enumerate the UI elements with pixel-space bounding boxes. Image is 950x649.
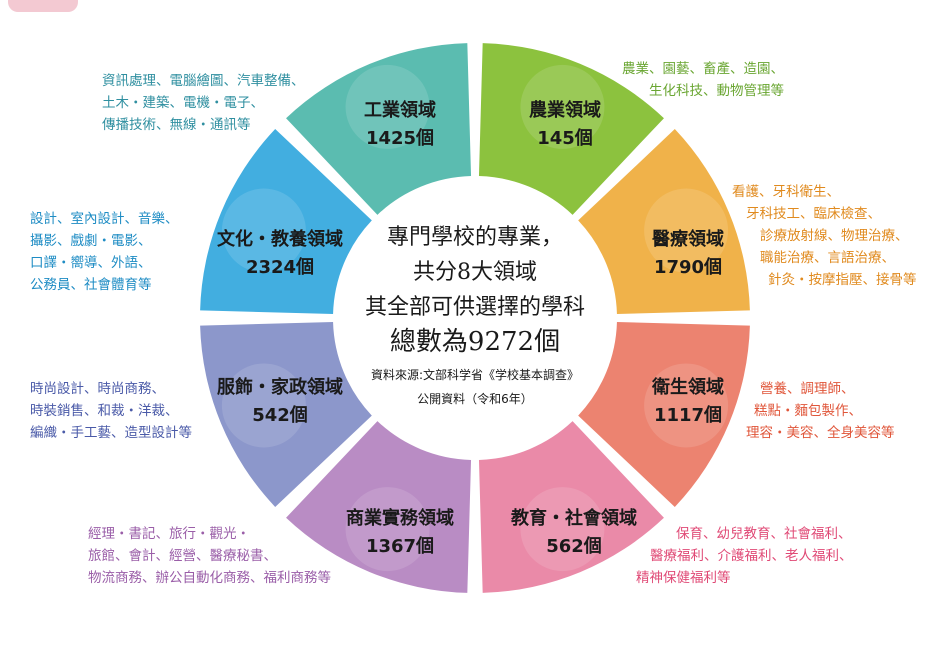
- desc-culture-line: 口譯・嚮導、外語、: [30, 255, 152, 271]
- desc-business: 經理・書記、旅行・觀光・ 旅館、會計、經營、醫療秘書、 物流商務、辦公自動化商務…: [88, 523, 331, 589]
- desc-education-line: 保育、幼兒教育、社會福利、: [676, 526, 852, 542]
- desc-culture-line: 公務員、社會體育等: [30, 277, 152, 293]
- segment-hygiene-label: 衛生領域 1117個: [628, 374, 748, 430]
- source-note-1: 資料來源:文部科学省《学校基本調查》: [370, 368, 580, 382]
- segment-fashion-name: 服飾・家政領域: [217, 377, 343, 398]
- segment-agriculture-name: 農業領域: [529, 100, 601, 121]
- segment-fashion-emblem: [221, 363, 306, 448]
- desc-fashion-line: 時尚設計、時尚商務、: [30, 381, 165, 397]
- desc-business-line: 經理・書記、旅行・觀光・: [88, 526, 250, 542]
- desc-medical-line: 針灸・按摩指壓、接骨等: [768, 272, 917, 288]
- desc-fashion-line: 編織・手工藝、造型設計等: [30, 425, 192, 441]
- desc-fashion-line: 時裝銷售、和裁・洋裁、: [30, 403, 179, 419]
- segment-business-emblem: [345, 487, 430, 572]
- desc-education: 保育、幼兒教育、社會福利、 醫療福利、介護福利、老人福利、 精神保健福利等: [636, 523, 853, 589]
- source-note-2: 公開資料（令和6年）: [417, 392, 533, 406]
- segment-education-count: 562個: [546, 536, 602, 557]
- desc-medical-line: 職能治療、言語治療、: [760, 250, 895, 266]
- segment-industry-name: 工業領域: [364, 100, 436, 121]
- segment-business: [286, 421, 472, 593]
- segment-agriculture-label: 農業領域 145個: [510, 97, 620, 153]
- desc-education-line: 精神保健福利等: [636, 570, 731, 586]
- desc-industry: 資訊處理、電腦繪圖、汽車整備、 土木・建築、電機・電子、 傳播技術、無線・通訊等: [102, 70, 305, 136]
- segment-business-count: 1367個: [365, 536, 435, 557]
- segment-industry-label: 工業領域 1425個: [340, 97, 460, 153]
- segment-agriculture-emblem: [520, 64, 605, 149]
- segment-medical-count: 1790個: [653, 257, 723, 278]
- desc-business-line: 旅館、會計、經營、醫療秘書、: [88, 548, 277, 564]
- desc-industry-line: 土木・建築、電機・電子、: [102, 95, 264, 111]
- segment-business-label: 商業實務領域 1367個: [320, 505, 480, 561]
- desc-medical-line: 牙科技工、臨床檢查、: [746, 206, 881, 222]
- segment-agriculture: [478, 43, 664, 215]
- segment-industry-count: 1425個: [365, 128, 435, 149]
- desc-agriculture: 農業、園藝、畜產、造園、 生化科技、動物管理等: [622, 58, 784, 102]
- segment-hygiene-count: 1117個: [653, 405, 723, 426]
- segment-fashion-label: 服飾・家政領域 542個: [200, 374, 360, 430]
- segment-hygiene: [578, 321, 750, 507]
- desc-hygiene: 營養、調理師、 糕點・麵包製作、 理容・美容、全身美容等: [746, 378, 895, 444]
- segment-education-label: 教育・社會領域 562個: [494, 505, 654, 561]
- segment-culture: [200, 129, 372, 315]
- center-line-2: 共分8大領域: [413, 260, 537, 285]
- desc-industry-line: 資訊處理、電腦繪圖、汽車整備、: [102, 73, 305, 89]
- desc-industry-line: 傳播技術、無線・通訊等: [102, 117, 251, 133]
- segment-medical-name: 醫療領域: [652, 229, 724, 250]
- corner-decoration: [8, 0, 78, 12]
- center-line-4: 總數為9272個: [389, 327, 561, 357]
- desc-hygiene-line: 理容・美容、全身美容等: [746, 425, 895, 441]
- desc-hygiene-line: 糕點・麵包製作、: [754, 403, 862, 419]
- desc-culture-line: 設計、室內設計、音樂、: [30, 211, 179, 227]
- segment-industry: [286, 43, 472, 215]
- segment-hygiene-emblem: [644, 363, 729, 448]
- segment-culture-emblem: [221, 188, 306, 273]
- segment-fashion: [200, 321, 372, 507]
- segment-culture-count: 2324個: [245, 257, 315, 278]
- center-line-1: 專門學校的專業，: [386, 225, 563, 250]
- segment-fashion-count: 542個: [252, 405, 308, 426]
- desc-culture-line: 攝影、戲劇・電影、: [30, 233, 152, 249]
- desc-medical-line: 看護、牙科衛生、: [732, 184, 840, 200]
- segment-medical-label: 醫療領域 1790個: [628, 226, 748, 282]
- desc-medical: 看護、牙科衛生、 牙科技工、臨床檢查、 診療放射線、物理治療、 職能治療、言語治…: [732, 181, 917, 291]
- segment-culture-label: 文化・教養領域 2324個: [200, 226, 360, 282]
- segment-medical: [578, 129, 750, 315]
- segment-agriculture-count: 145個: [537, 128, 593, 149]
- segment-education: [478, 421, 664, 593]
- segment-culture-name: 文化・教養領域: [217, 229, 343, 250]
- desc-hygiene-line: 營養、調理師、: [760, 381, 855, 397]
- segment-medical-emblem: [644, 188, 729, 273]
- desc-agriculture-line: 農業、園藝、畜產、造園、: [622, 61, 784, 77]
- desc-fashion: 時尚設計、時尚商務、 時裝銷售、和裁・洋裁、 編織・手工藝、造型設計等: [30, 378, 192, 444]
- center-line-3: 其全部可供選擇的學科: [364, 295, 585, 320]
- desc-culture: 設計、室內設計、音樂、 攝影、戲劇・電影、 口譯・嚮導、外語、 公務員、社會體育…: [30, 208, 179, 296]
- desc-education-line: 醫療福利、介護福利、老人福利、: [650, 548, 853, 564]
- segment-hygiene-name: 衛生領域: [652, 377, 724, 398]
- desc-business-line: 物流商務、辦公自動化商務、福利商務等: [88, 570, 331, 586]
- center-summary: 專門學校的專業， 共分8大領域 其全部可供選擇的學科 總數為9272個 資料來源…: [332, 220, 618, 408]
- segment-education-emblem: [520, 487, 605, 572]
- desc-medical-line: 診療放射線、物理治療、: [760, 228, 909, 244]
- segment-business-name: 商業實務領域: [346, 508, 454, 529]
- wheel-center: [335, 178, 615, 458]
- segment-education-name: 教育・社會領域: [511, 508, 637, 529]
- segment-industry-emblem: [345, 64, 430, 149]
- desc-agriculture-line: 生化科技、動物管理等: [649, 83, 784, 99]
